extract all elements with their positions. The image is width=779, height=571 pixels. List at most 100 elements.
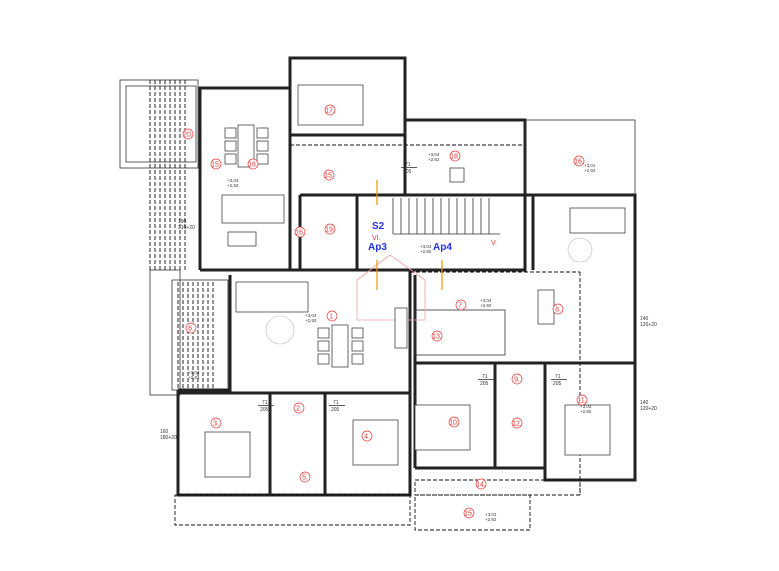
- svg-text:15.: 15.: [211, 162, 221, 169]
- elevation-value: +3,04: [188, 370, 200, 375]
- room-number: 19.: [324, 223, 336, 235]
- svg-text:11.: 11.: [577, 398, 586, 405]
- room-number: 15.: [210, 158, 222, 170]
- room-number: 12.: [511, 417, 523, 429]
- door-dimension: 205: [260, 407, 269, 413]
- room-number: 8.: [552, 303, 564, 315]
- svg-text:15.: 15.: [464, 511, 474, 518]
- door-dimension: 71: [405, 162, 411, 168]
- svg-text:15.: 15.: [324, 173, 334, 180]
- door-dimension: 205: [331, 407, 340, 413]
- svg-text:7.: 7.: [458, 303, 464, 310]
- window-dimension: 120+20: [640, 406, 657, 412]
- svg-text:6.: 6.: [188, 326, 194, 333]
- window-dimension: 210+20: [178, 225, 195, 231]
- window-dimension: 120+20: [640, 322, 657, 328]
- window-dimension: 140: [640, 316, 649, 322]
- elevation-value: +2,92: [428, 157, 440, 162]
- room-number: 16.: [247, 158, 259, 170]
- walls: [176, 56, 637, 497]
- room-number: 4.: [361, 430, 373, 442]
- room-number: 10.: [448, 416, 460, 428]
- elevation-value: +2,92: [188, 375, 200, 380]
- svg-text:2.: 2.: [296, 406, 302, 413]
- room-number: 7.: [455, 299, 467, 311]
- room-number: 3.: [210, 417, 222, 429]
- balcony-pergola-top-left: [119, 79, 229, 396]
- window-dimension: 190: [178, 219, 187, 225]
- fire-doors: [376, 180, 443, 290]
- elevation-labels: +3,04+2,92+3,04+2,92+3,04+2,92+3,04+2,92…: [188, 152, 596, 522]
- elevation-value: +2,92: [580, 409, 592, 414]
- svg-text:16.: 16.: [574, 159, 584, 166]
- room-number: 20.: [182, 128, 194, 140]
- svg-text:14.: 14.: [476, 482, 486, 489]
- elevation-value: +3,01: [584, 163, 596, 168]
- door-dimension: 71: [555, 374, 561, 380]
- room-number: 6.: [185, 322, 197, 334]
- elevation-value: +3,04: [580, 404, 592, 409]
- door-dimension: 71: [482, 374, 488, 380]
- elevation-value: +2,92: [420, 249, 432, 254]
- room-number: 2.: [293, 402, 305, 414]
- core-roman: V.: [491, 240, 497, 247]
- stair-roman: VI.: [372, 235, 381, 242]
- furniture: [204, 84, 626, 478]
- elevation-value: +3,01: [485, 512, 497, 517]
- svg-text:5.: 5.: [302, 475, 308, 482]
- room-number: 16.: [294, 226, 306, 238]
- svg-text:8.: 8.: [555, 307, 561, 314]
- apartment-label-ap3: Ap3: [368, 242, 387, 253]
- svg-text:16.: 16.: [248, 162, 258, 169]
- roof-outline: [356, 254, 426, 321]
- svg-text:20.: 20.: [183, 132, 193, 139]
- room-number: 1.: [326, 310, 338, 322]
- room-number: 14.: [475, 478, 487, 490]
- room-number: 13.: [431, 330, 443, 342]
- window-dimension: 160: [160, 429, 169, 435]
- dimension-labels: 7120571205712057120571205140120+20140120…: [160, 162, 657, 441]
- dashed-outlines: [174, 144, 581, 531]
- svg-text:1.: 1.: [329, 314, 335, 321]
- room-number: 11.: [576, 394, 588, 406]
- elevation-value: +2,92: [305, 318, 317, 323]
- svg-text:19.: 19.: [325, 227, 335, 234]
- room-number: 18.: [449, 150, 461, 162]
- elevation-value: +2,92: [227, 183, 239, 188]
- window-dimension: 140: [640, 400, 649, 406]
- staircase: [392, 198, 500, 235]
- elevation-value: +2,92: [584, 168, 596, 173]
- door-dimension: 205: [553, 381, 562, 387]
- elevation-value: +3,04: [480, 298, 492, 303]
- svg-text:10.: 10.: [449, 420, 459, 427]
- elevation-value: +3,04: [420, 244, 432, 249]
- svg-text:13.: 13.: [432, 334, 442, 341]
- room-number: 5.: [299, 471, 311, 483]
- room-number: 9.: [511, 373, 523, 385]
- room-number: 17.: [324, 104, 336, 116]
- door-dimension: 205: [480, 381, 489, 387]
- svg-text:12.: 12.: [512, 421, 522, 428]
- elevation-value: +2,92: [480, 303, 492, 308]
- svg-text:18.: 18.: [450, 154, 460, 161]
- svg-text:17.: 17.: [325, 108, 335, 115]
- window-dimension: 180+20: [160, 435, 177, 441]
- door-dimension: 205: [403, 169, 412, 175]
- room-labels: 1. 2. 3. 4. 5. 6. 7. 8. 9. 10. 11. 12. 13. 14. 15. 15. 1…: [182, 104, 588, 519]
- svg-text:4.: 4.: [364, 434, 370, 441]
- room-number: 15.: [463, 507, 475, 519]
- elevation-value: +3,04: [305, 313, 317, 318]
- elevation-value: +2,92: [485, 517, 497, 522]
- svg-text:3.: 3.: [213, 421, 219, 428]
- svg-text:16.: 16.: [295, 230, 305, 237]
- door-dimension: 71: [262, 400, 268, 406]
- room-number: 16.: [573, 155, 585, 167]
- stair-label: S2: [372, 221, 385, 232]
- elevation-value: +3,04: [428, 152, 440, 157]
- apartment-label-ap4: Ap4: [433, 242, 452, 253]
- elevation-value: +3,04: [227, 178, 239, 183]
- svg-text:9.: 9.: [514, 377, 520, 384]
- door-dimension: 71: [333, 400, 339, 406]
- room-number: 15.: [323, 169, 335, 181]
